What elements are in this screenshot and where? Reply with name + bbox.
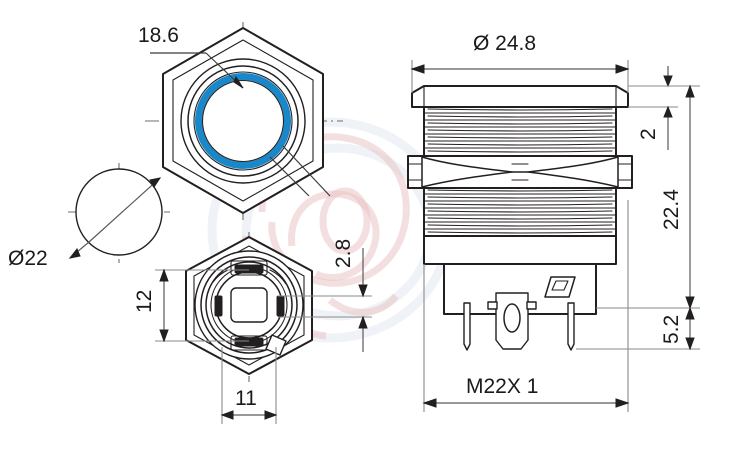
led-ring-illuminated xyxy=(195,73,291,169)
side-nut-center-flats xyxy=(511,163,529,181)
side-center-terminal-hole xyxy=(503,303,521,333)
front-view-group: 18.6 xyxy=(138,22,343,220)
label-body-length: 22.4 xyxy=(660,189,683,230)
leader-ring-diameter xyxy=(150,52,244,89)
panel-cutout-view-group: Ø22 xyxy=(8,163,170,270)
front-button-face-circle xyxy=(201,79,285,163)
dimension-thread-spec: M22X 1 xyxy=(422,200,630,412)
rear-view-group: 12 2.8 11 xyxy=(133,232,372,424)
label-ring-diameter: 18.6 xyxy=(138,24,179,47)
rear-tab-frame-bottom xyxy=(230,335,268,351)
rear-polarity-marker xyxy=(265,334,287,356)
dimension-terminal-width: 11 xyxy=(220,347,278,424)
rear-notch-arc-right xyxy=(269,269,287,285)
dimension-bezel-diameter: Ø 24.8 xyxy=(410,32,630,93)
label-terminal-width: 11 xyxy=(235,387,257,410)
front-hex-chamfer xyxy=(172,39,314,202)
label-thread-spec: M22X 1 xyxy=(466,375,538,398)
rear-terminal-tab-top xyxy=(234,264,264,274)
leader-ring-callout-b xyxy=(282,145,331,197)
side-view-group: Ø 24.8 2 22.4 xyxy=(407,32,700,412)
label-terminal-span: 12 xyxy=(133,290,156,313)
label-terminal-length: 5.2 xyxy=(660,315,683,344)
dimension-bezel-height: 2 xyxy=(628,66,678,150)
rear-body-ring-2 xyxy=(205,261,293,349)
rear-terminal-tab-bottom xyxy=(234,337,264,347)
label-panel-cutout-diameter: Ø22 xyxy=(8,247,48,270)
side-bezel-head xyxy=(411,85,629,108)
cutout-diameter-dimension xyxy=(68,177,162,259)
dimension-terminal-length: 5.2 xyxy=(576,306,700,351)
rear-hex-chamfer xyxy=(193,245,305,366)
side-terminal-clip-right xyxy=(526,301,537,310)
side-pin-right xyxy=(567,302,575,351)
label-bezel-height: 2 xyxy=(637,128,660,140)
side-polarity-marker-icon xyxy=(544,276,576,298)
rear-center-contact-square xyxy=(230,287,268,323)
side-pin-left xyxy=(463,302,471,351)
label-bezel-diameter: Ø 24.8 xyxy=(473,32,536,55)
rear-terminal-tab-right xyxy=(276,295,285,317)
label-terminal-offset: 2.8 xyxy=(332,239,355,268)
rear-terminal-tab-left xyxy=(214,295,223,317)
side-center-terminal xyxy=(487,292,537,350)
side-smooth-shank xyxy=(423,235,617,265)
side-terminal-clip-left xyxy=(487,301,498,310)
front-bezel-inner-circle xyxy=(193,71,293,171)
side-hex-nut xyxy=(407,155,633,189)
dimension-terminal-span: 12 xyxy=(133,268,249,343)
rear-body-ring-1 xyxy=(200,256,298,354)
dimension-terminal-offset: 2.8 xyxy=(278,239,372,352)
front-bezel-mid-circle xyxy=(187,65,299,177)
leader-ring-callout-a xyxy=(269,156,310,197)
panel-cutout-circle xyxy=(75,168,163,256)
side-thread-crests-upper xyxy=(423,108,617,153)
side-thread-crests-lower xyxy=(423,189,617,234)
rear-tab-frame-top xyxy=(230,260,268,276)
